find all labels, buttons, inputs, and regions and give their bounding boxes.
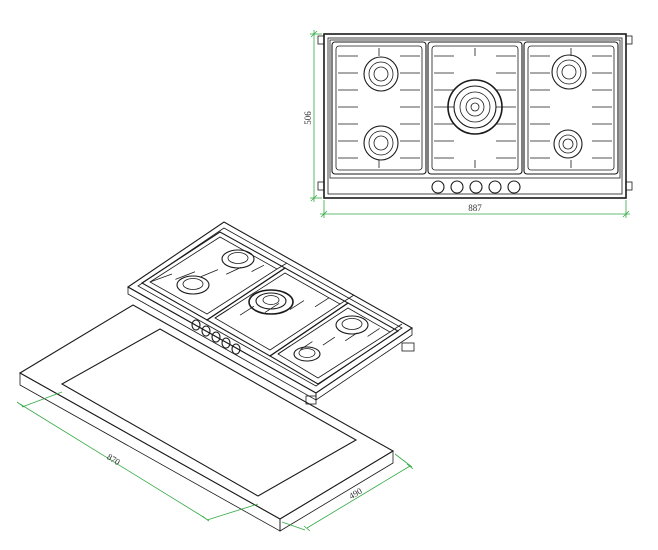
dimension-cutout-depth: 490 bbox=[281, 453, 414, 532]
dimension-cutout-width: 870 bbox=[16, 391, 259, 522]
hob-iso-side-face bbox=[315, 327, 413, 401]
grate-bar bbox=[339, 294, 355, 305]
grate-bar bbox=[214, 308, 230, 319]
grate-right bbox=[523, 41, 619, 175]
hob-glass-area bbox=[329, 39, 621, 179]
hob-inner-frame bbox=[327, 37, 623, 195]
grate-bar bbox=[322, 336, 336, 346]
hob-iso-grate-right bbox=[268, 302, 400, 385]
hob-iso-clamp-right bbox=[401, 342, 415, 352]
grate-bar bbox=[367, 328, 380, 337]
hob-iso-burner-center-wok bbox=[248, 289, 294, 315]
grate-center bbox=[427, 41, 523, 175]
grate-bar bbox=[251, 264, 265, 272]
dimension-depth-label: 506 bbox=[303, 111, 313, 125]
grate-bar bbox=[149, 273, 173, 283]
hob-iso-knob-2 bbox=[201, 325, 211, 337]
grate-bars bbox=[338, 48, 612, 168]
grate-left bbox=[331, 41, 427, 175]
control-knob-5 bbox=[507, 180, 521, 194]
hob-outer-frame bbox=[323, 33, 627, 199]
control-knob-2 bbox=[450, 180, 464, 194]
hob-iso-burner-front-right bbox=[293, 346, 321, 362]
grate-bar bbox=[314, 297, 330, 308]
dimension-width-label: 887 bbox=[468, 203, 482, 213]
grate-bar bbox=[264, 303, 280, 313]
grate-bar bbox=[389, 323, 403, 333]
mount-clip-bottom-left bbox=[317, 181, 325, 191]
countertop-top-face bbox=[18, 304, 395, 520]
hob-iso-burner-rear-left bbox=[221, 249, 255, 269]
grate-bar bbox=[276, 262, 288, 270]
grate-bar bbox=[300, 341, 313, 350]
burner-front-right bbox=[553, 129, 583, 159]
hob-iso-burner-front-left bbox=[176, 275, 210, 295]
mount-clip-bottom-right bbox=[625, 181, 633, 191]
grate-bar bbox=[289, 300, 305, 310]
burner-center-wok bbox=[447, 79, 503, 135]
burner-front-left bbox=[363, 125, 399, 161]
countertop-opening bbox=[60, 328, 358, 497]
grate-bar bbox=[200, 269, 219, 278]
countertop-side-edge bbox=[279, 450, 394, 532]
mount-clip-top-left bbox=[317, 35, 325, 45]
hob-isometric-view bbox=[126, 221, 415, 405]
hob-top-view: 506 887 bbox=[303, 30, 633, 218]
burner-rear-left bbox=[363, 56, 399, 92]
control-knob-4 bbox=[488, 180, 502, 194]
hob-iso-knob-4 bbox=[221, 337, 231, 349]
hob-iso-knob-3 bbox=[211, 331, 221, 343]
control-knob-3 bbox=[469, 180, 483, 194]
hob-iso-control-knobs bbox=[191, 319, 241, 355]
hob-iso-knob-5 bbox=[231, 343, 241, 355]
grate-bar bbox=[175, 271, 196, 280]
mount-clip-top-right bbox=[625, 35, 633, 45]
burner-rear-right bbox=[551, 54, 587, 90]
dimension-depth-top-view: 506 bbox=[303, 30, 322, 202]
countertop-front-edge bbox=[19, 372, 281, 532]
hob-iso-burner-rear-right bbox=[335, 315, 369, 335]
hob-iso-knob-1 bbox=[191, 319, 201, 331]
control-knobs bbox=[431, 180, 521, 194]
control-knob-1 bbox=[431, 180, 445, 194]
dimension-cutout-depth-text: 490 bbox=[347, 485, 364, 501]
dimension-width-top-view: 887 bbox=[320, 200, 630, 218]
countertop-cutout: 870 490 bbox=[16, 304, 414, 532]
hob-iso-clamp-front bbox=[305, 395, 317, 405]
grate-bar bbox=[277, 345, 291, 355]
